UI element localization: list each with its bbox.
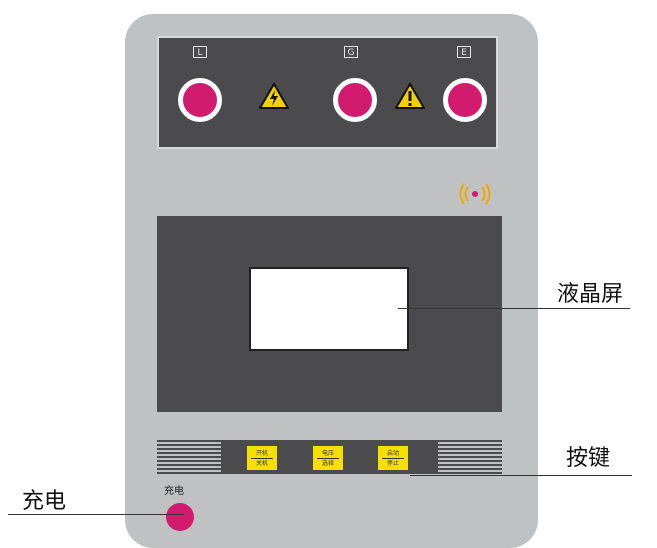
terminal-label-g: G <box>344 46 358 58</box>
speaker-grille-right <box>438 440 502 474</box>
speaker-grille-left <box>157 440 221 474</box>
wireless-signal-icon <box>459 183 491 205</box>
terminal-socket-l[interactable] <box>178 78 222 122</box>
charge-port[interactable] <box>166 503 194 531</box>
charge-callout-label: 充电 <box>22 489 67 514</box>
charge-callout-line <box>8 514 184 515</box>
charge-port-label: 充电 <box>164 486 184 497</box>
terminal-socket-e[interactable] <box>443 78 487 122</box>
start-key-label-bottom: 停止 <box>386 459 399 467</box>
caution-warning-icon <box>395 82 425 109</box>
voltage-select-key[interactable]: 电压 选择 <box>313 446 343 470</box>
terminal-panel: L G E <box>157 36 498 149</box>
keys-callout-line <box>410 475 632 476</box>
power-key[interactable]: 开机 关机 <box>247 446 277 470</box>
start-stop-key[interactable]: 启动 停止 <box>378 446 408 470</box>
voltage-key-label-bottom: 选择 <box>321 459 334 467</box>
voltage-key-label-top: 电压 <box>321 449 334 457</box>
terminal-label-e: E <box>457 46 471 58</box>
start-key-label-top: 启动 <box>386 449 399 457</box>
lcd-screen <box>249 267 409 351</box>
terminal-label-l: L <box>193 46 207 58</box>
high-voltage-warning-icon <box>259 82 289 109</box>
screen-callout-label: 液晶屏 <box>557 282 624 307</box>
terminal-socket-g[interactable] <box>333 78 377 122</box>
keys-callout-label: 按键 <box>566 446 611 471</box>
power-key-label-bottom: 关机 <box>255 459 268 467</box>
screen-callout-line <box>398 308 630 309</box>
power-key-label-top: 开机 <box>255 449 268 457</box>
